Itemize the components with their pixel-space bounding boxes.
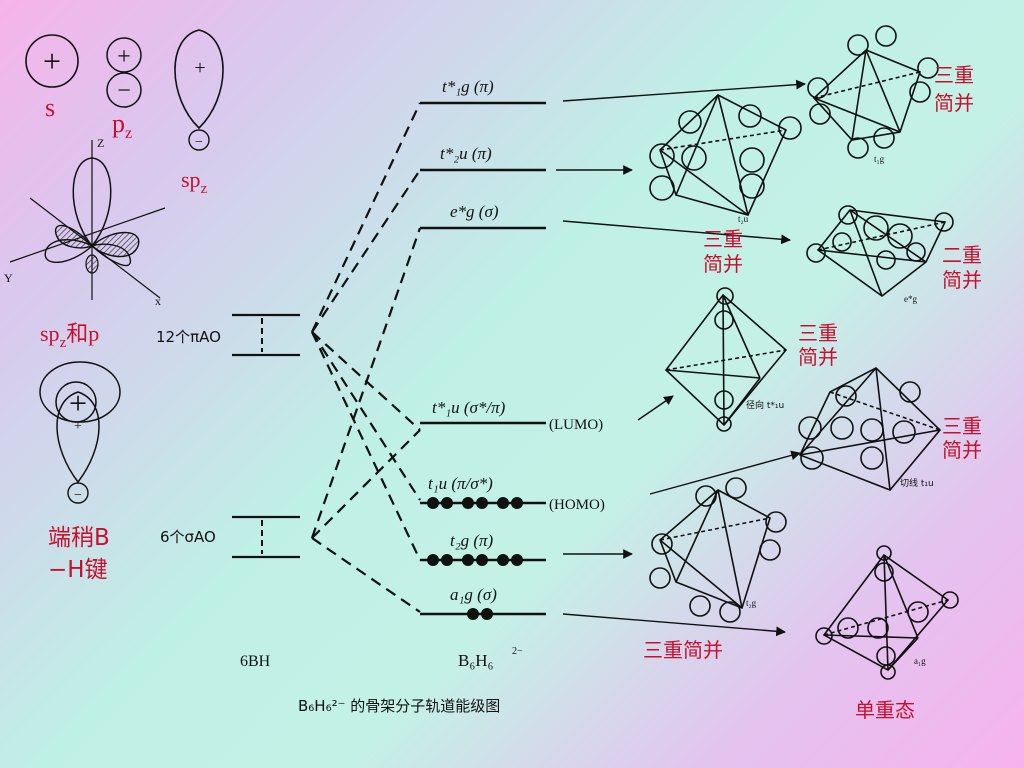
correlation-lines xyxy=(310,102,422,613)
octahedron-t1g-label: t₁g xyxy=(874,154,885,164)
eg-degeneracy-line1: 二重 xyxy=(942,243,982,267)
octahedron-eg: e*g xyxy=(806,205,954,304)
left-column-label: 6BH xyxy=(240,653,271,670)
pi-ao-group-label: 12个πAO xyxy=(156,328,221,346)
level-label-t1u-star: t*₁u (σ*/π) xyxy=(432,398,506,417)
level-label-t2g: t₂g (π) xyxy=(450,531,494,550)
octahedron-tangential-label: 切线 t₁u xyxy=(900,477,934,489)
spz-and-p-orbitals: Z x Y spz和p xyxy=(4,136,166,351)
octahedron-radial-t1u: 径向 t*₁u xyxy=(664,287,788,432)
octahedron-t2u-label: t₂u xyxy=(738,214,749,224)
octahedron-eg-label: e*g xyxy=(904,294,917,304)
t2u-degeneracy-line1: 三重 xyxy=(703,227,743,251)
spz-orbital: + − spz xyxy=(174,29,224,197)
tangential-t1u-degeneracy-line1: 三重 xyxy=(942,414,982,438)
diagram-caption: B₆H₆²⁻ 的骨架分子轨道能级图 xyxy=(298,697,500,715)
right-column-charge: 2− xyxy=(512,646,523,657)
t1g-degeneracy-line1: 三重 xyxy=(934,63,974,87)
left-ao-groups: 12个πAO 6个σAO 6BH xyxy=(156,313,300,670)
mo-levels: t*₁g (π) t*₂u (π) e*g (σ) t*₁u (σ*/π) t₁… xyxy=(298,77,605,715)
degeneracy-annotations: 三重 简并 三重 简并 二重 简并 三重 简并 三重 简并 三重简并 单重态 xyxy=(643,63,982,722)
axis-z-label: Z xyxy=(97,136,104,150)
s-label: s xyxy=(45,93,55,122)
pz-label: pz xyxy=(112,109,132,142)
octahedron-radial-label: 径向 t*₁u xyxy=(746,399,784,411)
sigma-ao-group-label: 6个σAO xyxy=(160,528,216,546)
axis-x-label: x xyxy=(155,294,161,308)
bh-bond-label-line1: 端稍B xyxy=(48,525,110,551)
pointer-arrows xyxy=(556,79,806,637)
right-column-label: B₆H₆ xyxy=(458,651,494,670)
spz-top-sign: + xyxy=(194,57,205,79)
level-label-t2u: t*₂u (π) xyxy=(440,144,492,163)
lumo-tag: (LUMO) xyxy=(549,417,603,433)
level-label-a1g: a₁g (σ) xyxy=(450,585,497,604)
bh-bottom-sign: − xyxy=(74,488,82,503)
s-orbital: + s xyxy=(25,34,79,122)
s-sign: + xyxy=(43,43,61,79)
pz-bottom-sign: − xyxy=(117,78,131,104)
octahedron-a1g-label: a₁g xyxy=(914,656,926,666)
octahedron-t2g: t₂g xyxy=(649,477,787,623)
homo-tag: (HOMO) xyxy=(549,497,605,513)
spz-p-label: spz和p xyxy=(40,321,99,351)
level-label-t1u: t₁u (π/σ*) xyxy=(428,474,493,493)
bh-big-sign: + xyxy=(69,385,87,421)
spz-label: spz xyxy=(181,167,208,197)
octahedron-t1g: t₁g xyxy=(807,25,939,164)
pz-orbital: + − pz xyxy=(106,37,142,142)
t2g-degeneracy: 三重简并 xyxy=(643,638,723,662)
radial-t1u-degeneracy-line1: 三重 xyxy=(798,321,838,345)
level-label-t1g: t*₁g (π) xyxy=(442,77,494,96)
bh-bond-orbital: + + − 端稍B −H键 xyxy=(39,361,121,583)
pz-top-sign: + xyxy=(117,44,131,70)
tangential-t1u-degeneracy-line2: 简并 xyxy=(942,438,982,462)
bh-small-sign: + xyxy=(74,419,82,434)
electron-pairs xyxy=(427,497,523,620)
bh-bond-label-line2: −H键 xyxy=(48,557,108,583)
level-label-eg: e*g (σ) xyxy=(450,202,499,221)
radial-t1u-degeneracy-line2: 简并 xyxy=(798,345,838,369)
spz-bottom-sign: − xyxy=(195,135,203,150)
t1g-degeneracy-line2: 简并 xyxy=(934,91,974,115)
a1g-state: 单重态 xyxy=(855,698,915,722)
octahedron-t2u: t₂u xyxy=(649,94,802,224)
eg-degeneracy-line2: 简并 xyxy=(942,268,982,292)
t2u-degeneracy-line2: 简并 xyxy=(703,252,743,276)
axis-y-label: Y xyxy=(4,271,13,285)
octahedron-a1g: a₁g xyxy=(815,545,959,680)
octahedron-tangential-t1u: 切线 t₁u xyxy=(798,367,942,491)
octahedron-t2g-label: t₂g xyxy=(746,598,757,608)
